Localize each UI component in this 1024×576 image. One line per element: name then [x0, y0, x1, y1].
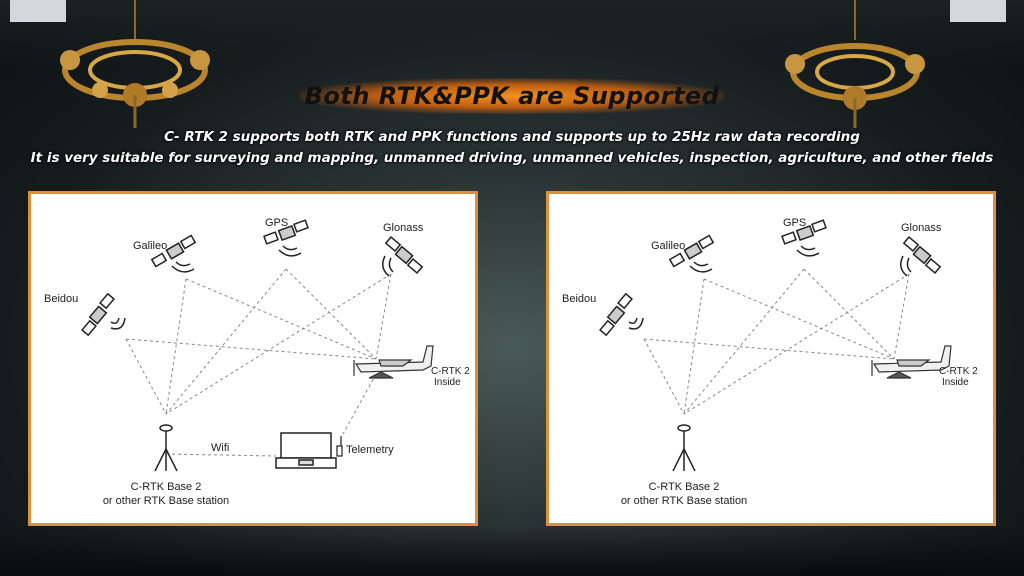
base-label-line-2: or other RTK Base station: [102, 495, 230, 507]
ppk-diagram-panel: Galileo GPS Glonass Beidou C-RTK 2 Insid…: [546, 191, 996, 526]
drone-icon: [871, 345, 952, 379]
beidou-label: Beidou: [44, 293, 79, 305]
gps-satellite-icon: [781, 219, 827, 257]
title-banner: Both RTK&PPK are Supported: [300, 78, 724, 114]
galileo-label: Galileo: [133, 240, 168, 252]
glonass-label: Glonass: [901, 222, 942, 234]
ppk-diagram: [599, 219, 952, 472]
ceiling-light: [950, 0, 1006, 22]
galileo-label: Galileo: [651, 240, 686, 252]
base-station-tripod-icon: [672, 424, 696, 472]
drone-label-line-1: C-RTK 2: [939, 366, 978, 377]
galileo-satellite-icon: [150, 234, 197, 273]
drone-icon: [353, 345, 434, 379]
rtk-diagram: [81, 219, 434, 472]
base-station-tripod-icon: [154, 424, 178, 472]
base-label-line-1: C-RTK Base 2: [648, 481, 720, 493]
gps-label: GPS: [265, 217, 289, 229]
page-title: Both RTK&PPK are Supported: [304, 82, 720, 110]
glonass-label: Glonass: [383, 222, 424, 234]
gps-satellite-icon: [263, 219, 309, 257]
drone-label-line-2: Inside: [942, 377, 969, 388]
signal-lines: [125, 268, 392, 457]
rtk-diagram-panel: Galileo GPS Glonass Beidou C-RTK 2 Insid…: [28, 191, 478, 526]
galileo-satellite-icon: [668, 234, 715, 273]
telemetry-radio-icon: [336, 436, 343, 457]
telemetry-label: Telemetry: [346, 444, 394, 456]
beidou-satellite-icon: [81, 292, 126, 337]
base-label-line-2: or other RTK Base station: [620, 495, 748, 507]
chandelier-icon: [785, 0, 925, 128]
glonass-satellite-icon: [900, 236, 942, 277]
drone-label-line-1: C-RTK 2: [431, 366, 470, 377]
chandelier-icon: [60, 0, 210, 128]
title-glow: [300, 78, 724, 114]
wifi-label: Wifi: [211, 442, 230, 454]
gps-label: GPS: [783, 217, 807, 229]
background-floor: [0, 526, 1024, 576]
subtitle-line-1: C- RTK 2 supports both RTK and PPK funct…: [164, 129, 860, 145]
drone-label-line-2: Inside: [434, 377, 461, 388]
beidou-satellite-icon: [599, 292, 644, 337]
base-label-line-1: C-RTK Base 2: [130, 481, 202, 493]
beidou-label: Beidou: [562, 293, 597, 305]
signal-lines: [643, 268, 910, 415]
ceiling-light: [10, 0, 66, 22]
glonass-satellite-icon: [382, 236, 424, 277]
subtitle-line-2: It is very suitable for surveying and ma…: [30, 150, 994, 166]
laptop-icon: [275, 432, 337, 469]
